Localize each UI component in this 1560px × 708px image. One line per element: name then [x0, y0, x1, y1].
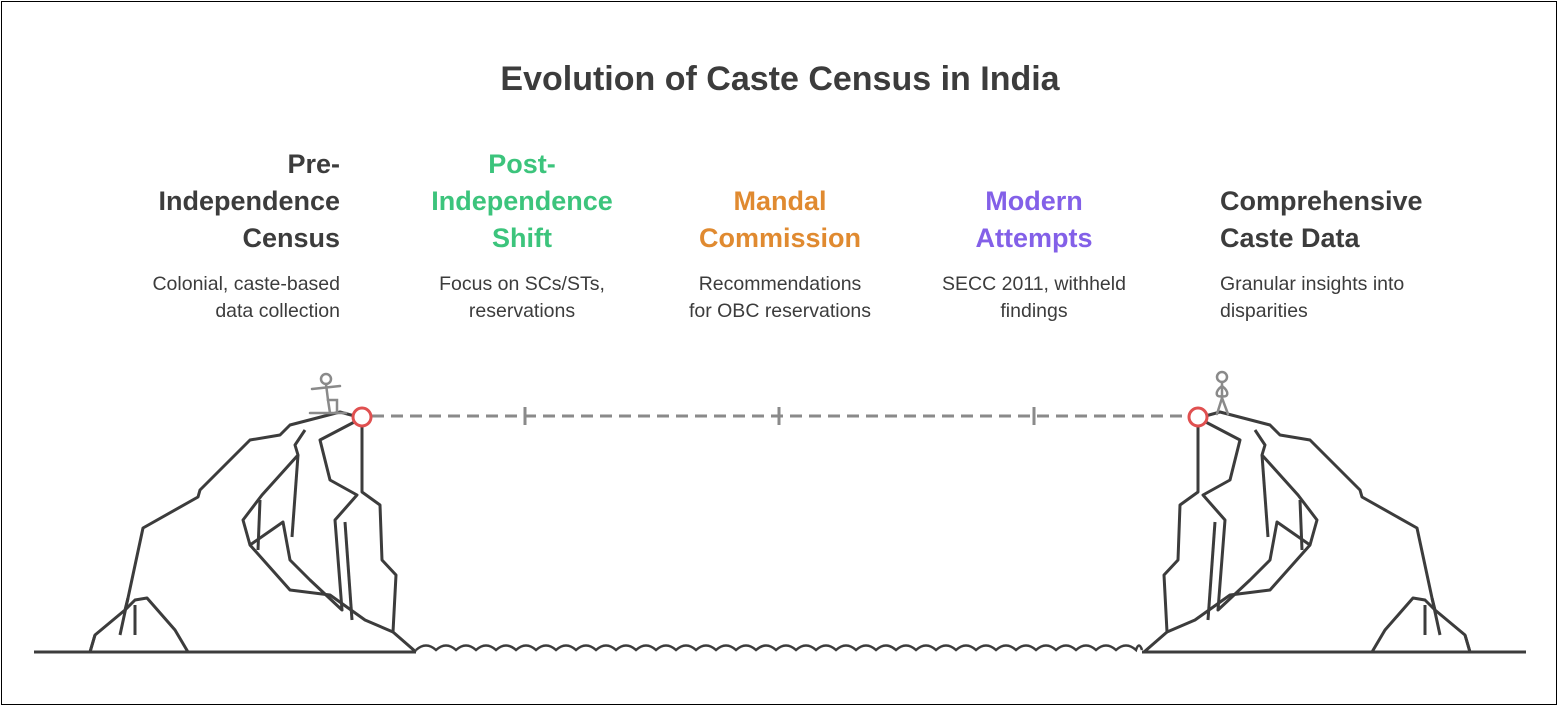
- stage-description-line: Focus on SCs/STs,: [439, 273, 605, 295]
- left-cliff: [88, 410, 417, 654]
- stage-post-independence: Post- Independence Shift Focus on SCs/ST…: [392, 146, 652, 325]
- stage-heading-line: Independence: [158, 186, 340, 216]
- stage-description-line: Recommendations: [698, 273, 862, 295]
- stage-description-line: data collection: [215, 300, 340, 322]
- stage-mandal-commission: Mandal Commission Recommendations for OB…: [650, 183, 910, 325]
- stage-heading: Pre- Independence Census: [80, 146, 340, 257]
- stage-heading-line: Attempts: [975, 223, 1093, 253]
- stage-heading-line: Independence: [431, 186, 613, 216]
- circle-marker-icon: [351, 406, 373, 428]
- stage-heading-line: Shift: [492, 223, 552, 253]
- stage-description: Recommendations for OBC reservations: [650, 271, 910, 325]
- stage-pre-independence: Pre- Independence Census Colonial, caste…: [80, 146, 340, 325]
- stage-description-line: reservations: [468, 300, 576, 322]
- stage-heading-line: Comprehensive: [1220, 186, 1423, 216]
- stage-heading-line: Census: [242, 223, 340, 253]
- right-cliff: [1143, 410, 1472, 654]
- stage-heading-line: Mandal: [733, 186, 827, 216]
- water-waves: [415, 644, 1144, 653]
- stage-description: Focus on SCs/STs, reservations: [392, 271, 652, 325]
- stage-description-line: Colonial, caste-based: [152, 273, 340, 295]
- stage-heading: Mandal Commission: [650, 183, 910, 257]
- stage-description: SECC 2011, withheld findings: [904, 271, 1164, 325]
- stage-description-line: Granular insights into: [1220, 273, 1405, 295]
- stage-comprehensive-caste-data: Comprehensive Caste Data Granular insigh…: [1220, 183, 1520, 325]
- diagram-title: Evolution of Caste Census in India: [500, 60, 1060, 98]
- stage-description-line: SECC 2011, withheld: [942, 273, 1126, 295]
- stick-figure-icon: [308, 372, 348, 415]
- stage-heading: Modern Attempts: [904, 183, 1164, 257]
- stage-modern-attempts: Modern Attempts SECC 2011, withheld find…: [904, 183, 1164, 325]
- stage-description-line: disparities: [1220, 300, 1308, 322]
- stage-description-line: for OBC reservations: [688, 300, 872, 322]
- stage-description-line: findings: [1000, 300, 1068, 322]
- stick-figure-icon: [1215, 370, 1230, 416]
- stage-heading-line: Caste Data: [1220, 223, 1360, 253]
- stage-heading-line: Modern: [985, 186, 1083, 216]
- stage-description: Colonial, caste-based data collection: [80, 271, 340, 325]
- stage-heading-line: Post-: [488, 149, 556, 179]
- stage-heading-line: Pre-: [287, 149, 340, 179]
- stage-heading-line: Commission: [698, 223, 862, 253]
- stage-description: Granular insights into disparities: [1220, 271, 1520, 325]
- circle-marker-icon: [1187, 406, 1209, 428]
- stage-heading: Comprehensive Caste Data: [1220, 183, 1520, 257]
- stage-heading: Post- Independence Shift: [392, 146, 652, 257]
